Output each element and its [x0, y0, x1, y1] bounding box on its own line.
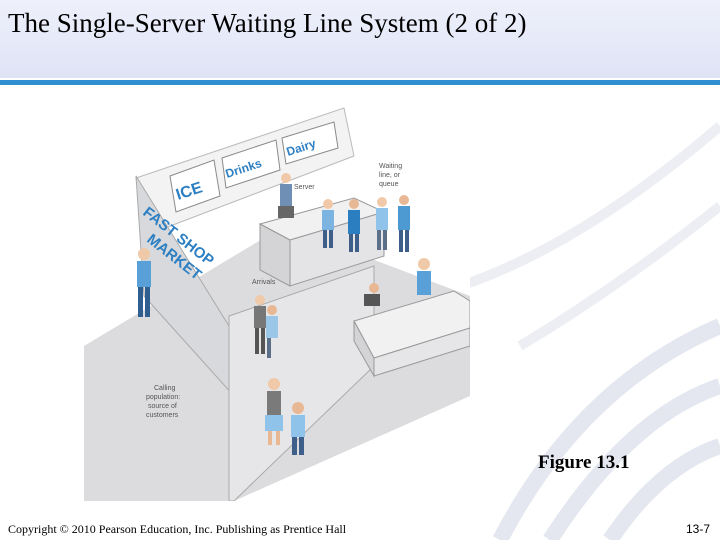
customer-2 — [348, 199, 360, 252]
customer-1 — [322, 199, 334, 248]
store-illustration: ICE Drinks Dairy FAST SHOP MARKET — [84, 96, 470, 501]
title-divider — [0, 80, 720, 85]
sign-ice: ICE — [169, 159, 221, 213]
title-bar — [0, 0, 720, 78]
label-server: Server — [294, 184, 315, 191]
label-calling-2: population: — [146, 394, 180, 401]
clerk-person — [417, 258, 431, 295]
copyright-notice: Copyright © 2010 Pearson Education, Inc.… — [8, 522, 347, 536]
sign-dairy: Dairy — [281, 121, 339, 165]
label-calling-1: Calling — [154, 385, 176, 392]
cash-register — [278, 206, 294, 218]
server-person — [280, 173, 292, 206]
sign-drinks: Drinks — [221, 139, 281, 189]
label-waiting-line-3: queue — [379, 181, 399, 188]
slide-title: The Single-Server Waiting Line System (2… — [8, 8, 527, 38]
figure-caption: Figure 13.1 — [538, 452, 630, 473]
label-waiting-line-1: Waiting — [379, 163, 402, 170]
customer-4 — [398, 195, 410, 252]
customer-3 — [376, 197, 388, 250]
lower-counter-front — [373, 327, 470, 377]
arrival-person-1 — [254, 295, 266, 354]
label-arrivals: Arrivals — [252, 279, 276, 286]
background-swirl-decoration — [460, 122, 720, 540]
shopper-person — [364, 283, 380, 306]
page-number: 13-7 — [685, 522, 710, 536]
calling-person-2 — [291, 402, 305, 455]
label-calling-3: source of — [148, 403, 177, 410]
label-waiting-line-2: line, or — [379, 172, 401, 179]
arrival-person-2 — [266, 305, 278, 358]
calling-person-1 — [265, 378, 283, 445]
doorway-person — [137, 248, 151, 317]
label-calling-4: customers — [146, 412, 179, 419]
